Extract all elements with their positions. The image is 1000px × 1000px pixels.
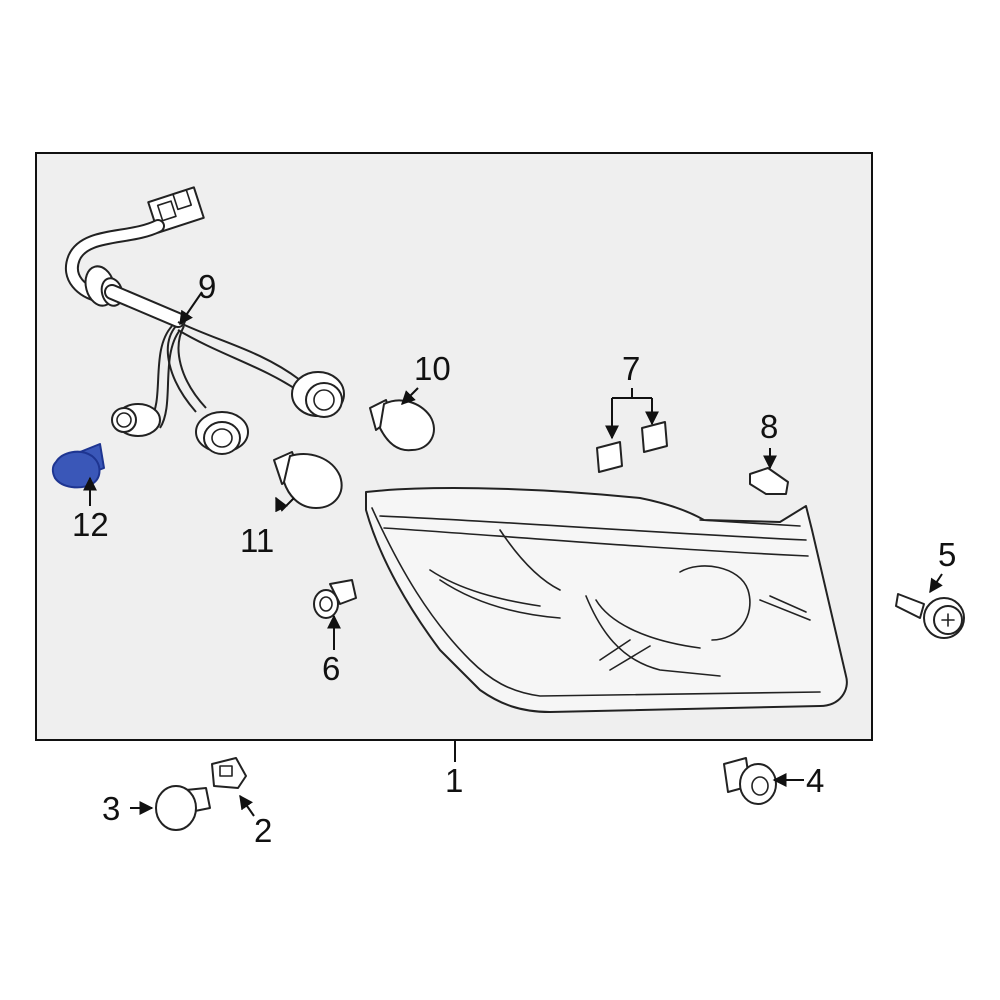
callout-labels: 9 10 7 8 12 11 5 6 1 4 3 2: [72, 268, 956, 849]
wiring-harness[interactable]: [65, 186, 345, 455]
screw-part-5[interactable]: [895, 593, 965, 639]
pads-part-7[interactable]: [596, 421, 668, 473]
bulb-socket-right: [291, 371, 345, 418]
callout-6: 6: [322, 650, 340, 687]
callout-7: 7: [622, 350, 640, 387]
callout-1: 1: [445, 762, 463, 799]
push-pin-part-3[interactable]: [155, 785, 211, 831]
callout-4: 4: [806, 762, 824, 799]
leader-lines: [83, 291, 943, 817]
bulb-socket-left: [111, 403, 161, 437]
callout-9: 9: [198, 268, 216, 305]
bulb-part-11[interactable]: [273, 451, 343, 509]
callout-5: 5: [938, 536, 956, 573]
callout-11: 11: [240, 522, 274, 559]
callout-8: 8: [760, 408, 778, 445]
callout-12: 12: [72, 506, 109, 543]
clip-part-2[interactable]: [211, 757, 247, 789]
tail-lamp-assembly[interactable]: [365, 487, 848, 713]
callout-10: 10: [414, 350, 451, 387]
clip-part-6[interactable]: [313, 579, 357, 619]
callout-3: 3: [102, 790, 120, 827]
grommet-part-4[interactable]: [723, 757, 777, 805]
callout-2: 2: [254, 812, 272, 849]
bulb-socket-middle: [195, 411, 249, 455]
